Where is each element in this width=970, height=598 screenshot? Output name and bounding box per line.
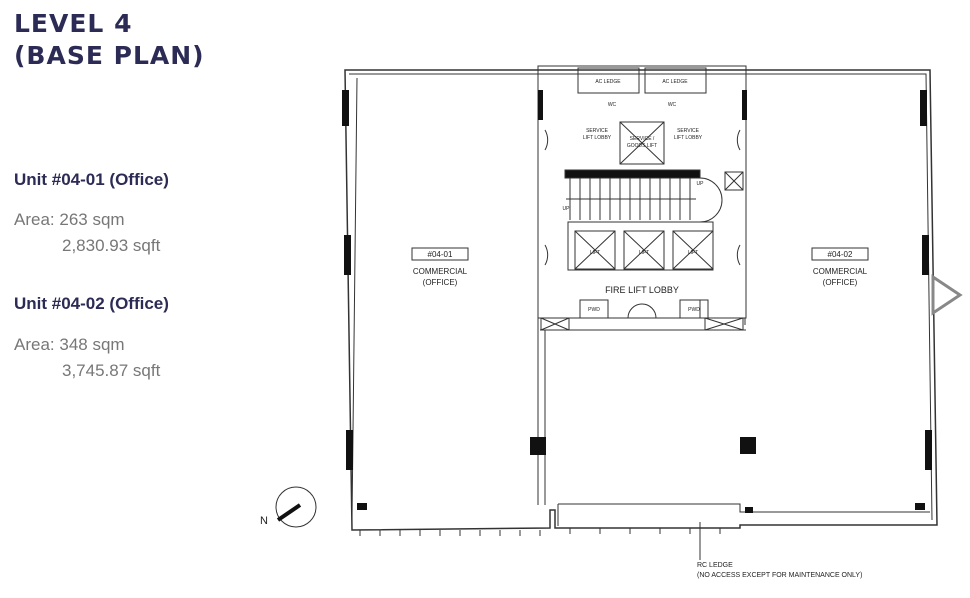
- ac-ledge-1: [577, 67, 640, 94]
- unit-1-use: COMMERCIAL: [413, 267, 468, 276]
- ac-ledge-label: AC LEDGE: [662, 79, 688, 85]
- north-label: N: [260, 515, 268, 527]
- area-sqm: 348 sqm: [59, 335, 125, 354]
- stair-up-label: UP: [697, 181, 705, 187]
- unit-1-tag: [411, 247, 469, 261]
- rc-ledge-label: RC LEDGE: [697, 562, 733, 569]
- unit-1-number: #04-01: [428, 250, 453, 259]
- service-lobby-label: SERVICE: [677, 128, 700, 134]
- wc-label: WC: [668, 102, 677, 108]
- unit-2-type: (OFFICE): [823, 278, 858, 287]
- play-triangle-icon[interactable]: [931, 274, 963, 316]
- lift-label: LIFT: [639, 250, 649, 256]
- pwd-label: PWD: [588, 307, 600, 313]
- unit-2-area: Area: 348 sqm 3,745.87 sqft: [14, 332, 160, 384]
- unit-1-area: Area: 263 sqm 2,830.93 sqft: [14, 207, 160, 259]
- area-sqft: 3,745.87 sqft: [62, 361, 161, 380]
- core-wall-thick: [564, 169, 701, 179]
- compass-icon: [275, 486, 317, 528]
- service-lobby-label: LIFT LOBBY: [674, 135, 703, 141]
- lift-label: LIFT: [688, 250, 698, 256]
- unit-2-number: #04-02: [828, 250, 853, 259]
- pwd-2: [679, 299, 709, 319]
- unit-2-name: Unit #04-02 (Office): [14, 294, 169, 313]
- lifts: [574, 230, 714, 270]
- outer-wall: [344, 69, 938, 531]
- doors: [544, 129, 741, 319]
- stairs: [566, 177, 723, 223]
- goods-lift-label: GOODS LIFT: [627, 143, 657, 149]
- ac-ledge-label: AC LEDGE: [595, 79, 621, 85]
- unit-2-tag: [811, 247, 869, 261]
- rc-ledge-line: [557, 503, 930, 526]
- area-sqm: 263 sqm: [59, 210, 125, 229]
- core: [537, 65, 747, 319]
- core-walls: [537, 300, 746, 505]
- area-label: Area:: [14, 335, 55, 354]
- goods-lift: [619, 121, 665, 165]
- lift-label: LIFT: [590, 250, 600, 256]
- pwd-1: [579, 299, 609, 319]
- ac-ledge-2: [644, 67, 707, 94]
- unit-1-type: (OFFICE): [423, 278, 458, 287]
- service-lobby-label: SERVICE: [586, 128, 609, 134]
- columns: [342, 90, 932, 513]
- area-sqft: 2,830.93 sqft: [62, 236, 161, 255]
- area-label: Area:: [14, 210, 55, 229]
- unit-1-name: Unit #04-01 (Office): [14, 170, 169, 189]
- rc-ledge-note: (NO ACCESS EXCEPT FOR MAINTENANCE ONLY): [697, 572, 862, 579]
- title-line-2: (BASE PLAN): [14, 41, 205, 70]
- service-lobby-label: LIFT LOBBY: [583, 135, 612, 141]
- stair-up-label: UP: [563, 206, 571, 212]
- goods-lift-label: SERVICE /: [630, 136, 655, 142]
- page-title: LEVEL 4 (BASE PLAN): [14, 8, 205, 72]
- title-line-1: LEVEL 4: [14, 9, 133, 38]
- unit-2-use: COMMERCIAL: [813, 267, 868, 276]
- mullions: [359, 528, 721, 536]
- fire-lift-lobby-label: FIRE LIFT LOBBY: [605, 285, 679, 295]
- pwd-label: PWD: [688, 307, 700, 313]
- wc-label: WC: [608, 102, 617, 108]
